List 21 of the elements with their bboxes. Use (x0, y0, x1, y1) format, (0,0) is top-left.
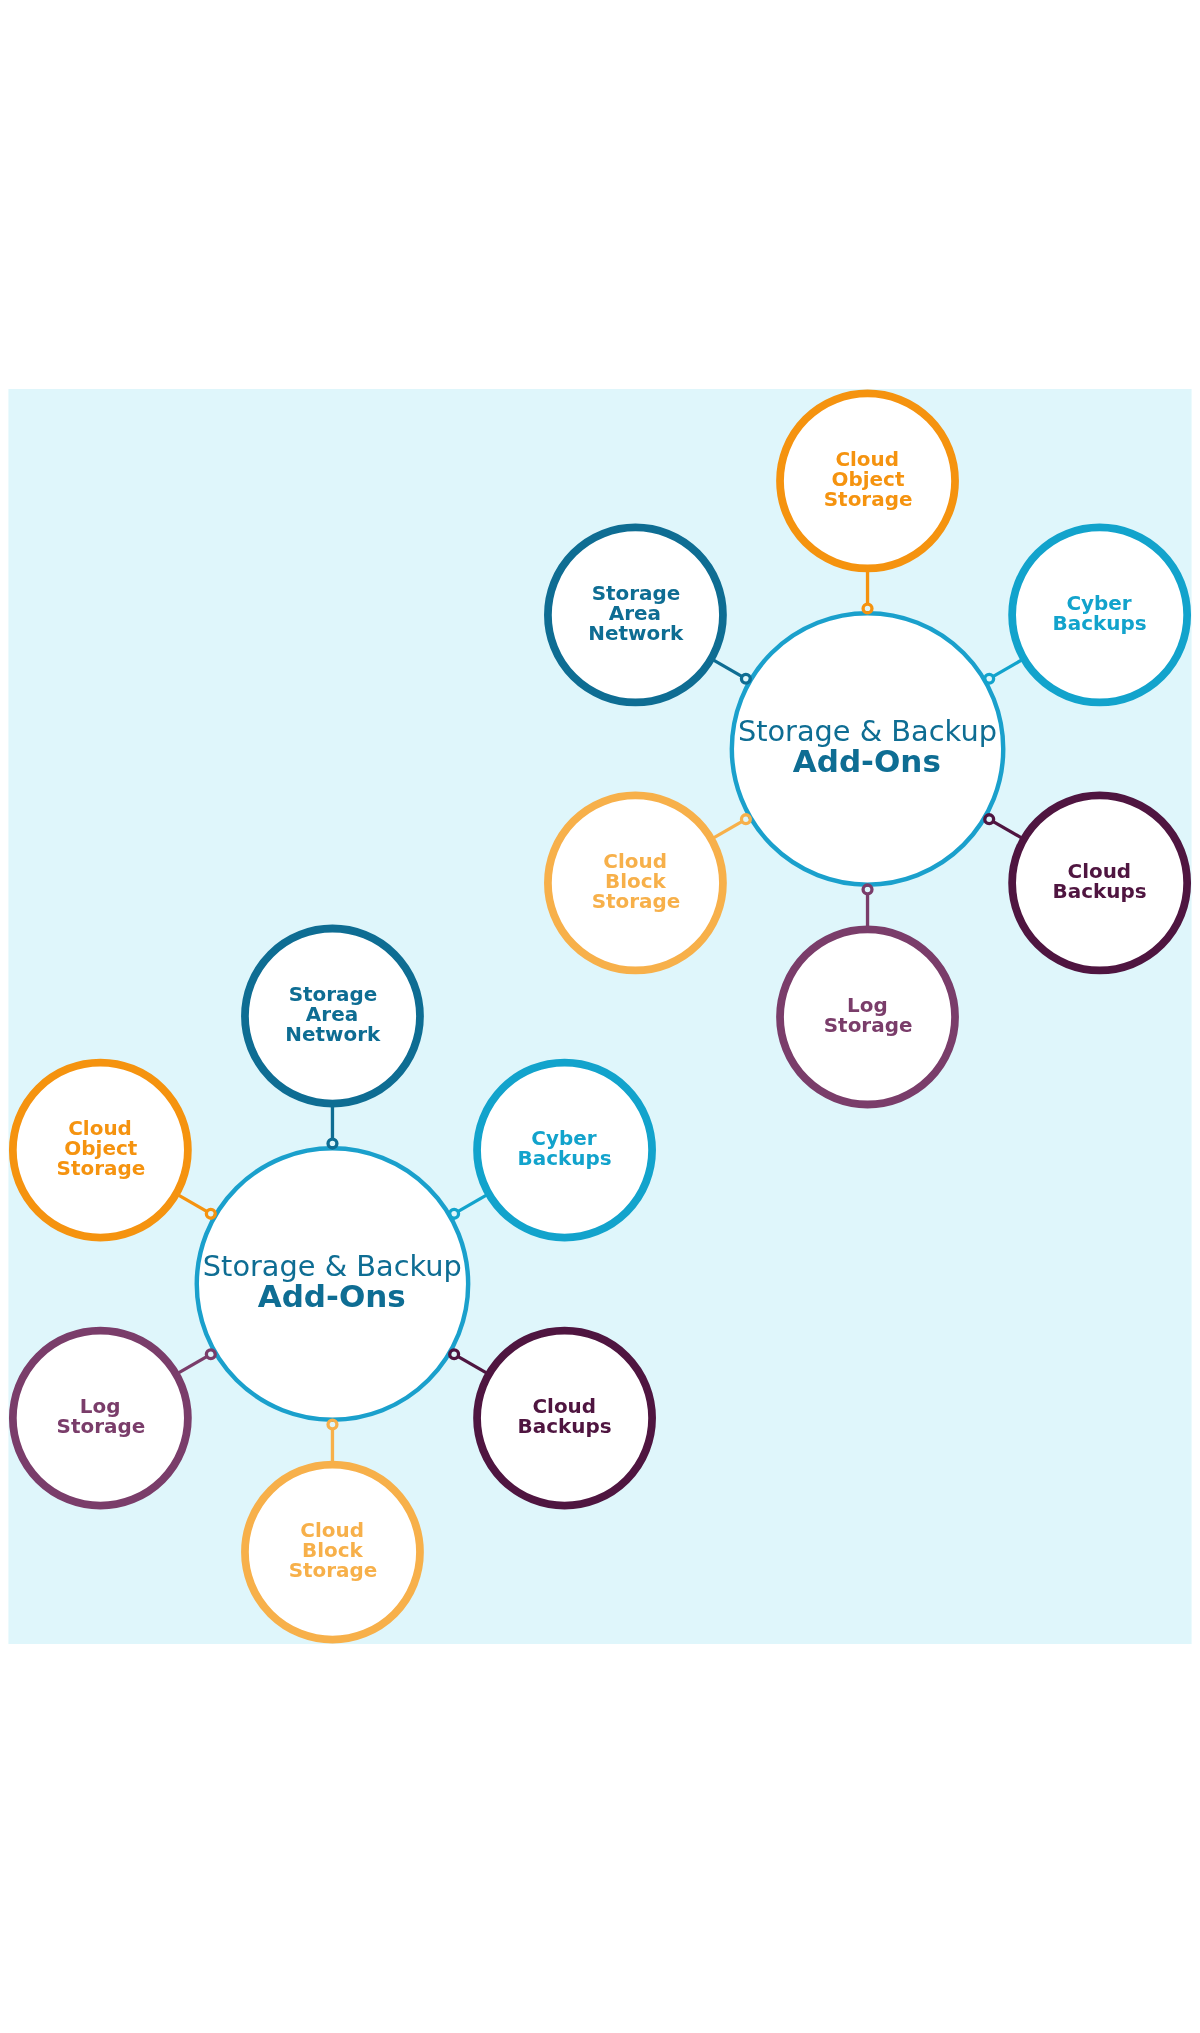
node-circle: Cloud Block Storage (544, 791, 727, 975)
connector (175, 1192, 217, 1220)
node-circle: Storage Area Network (241, 924, 424, 1108)
node-circle: Cloud Object Storage (776, 389, 959, 573)
node-circle: Storage & Backup Add-Ons (194, 1146, 471, 1422)
node-circle: Storage & Backup Add-Ons (729, 611, 1006, 887)
node-circle: Log Storage (776, 925, 959, 1109)
connector (983, 813, 1025, 841)
node-circle: Storage Area Network (544, 523, 727, 707)
node-circle: Cloud Backups (1008, 791, 1192, 975)
connector (448, 1192, 490, 1220)
node-circle: Cyber Backups (473, 1058, 656, 1242)
node-circle: Log Storage (8, 1326, 192, 1510)
node-circle: Cloud Object Storage (8, 1058, 192, 1242)
connector (710, 657, 752, 685)
connector (175, 1348, 217, 1376)
node-circle: Cyber Backups (1008, 523, 1192, 707)
connector (448, 1348, 490, 1376)
connector (983, 657, 1025, 685)
node-circle: Cloud Block Storage (241, 1460, 424, 1644)
node-circle: Cloud Backups (473, 1326, 656, 1510)
